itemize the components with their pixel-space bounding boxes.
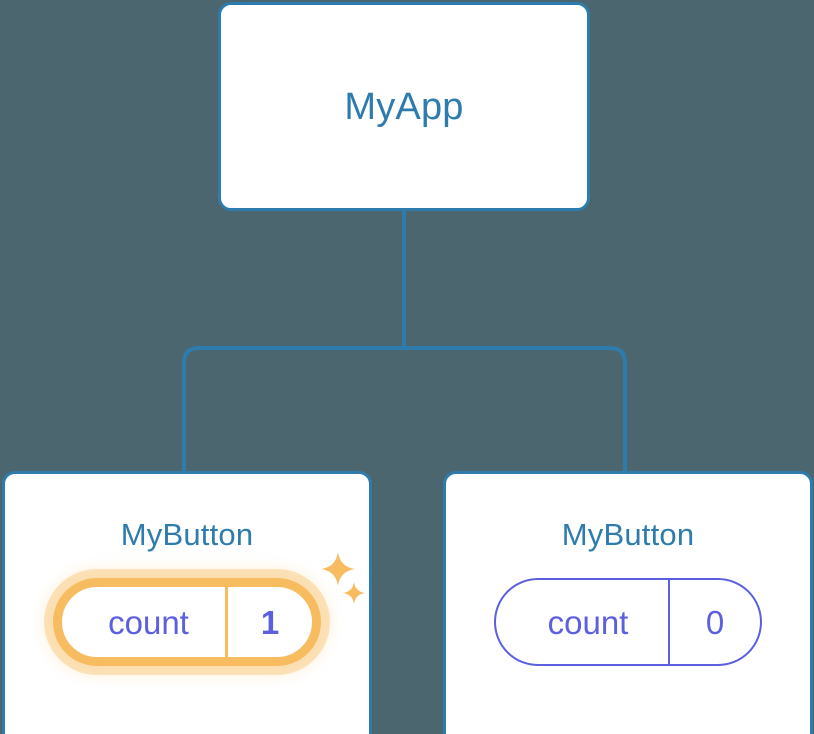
state-pill-highlighted[interactable]: count 1	[53, 552, 365, 666]
node-title: MyButton	[120, 517, 254, 552]
node-title: MyApp	[344, 85, 464, 128]
state-value: 1	[260, 603, 280, 641]
node-myapp[interactable]: MyApp	[218, 2, 590, 211]
sparkle-icon	[343, 582, 365, 604]
edge-branch-bar	[182, 346, 627, 471]
sparkle-icon	[321, 552, 355, 586]
state-pill[interactable]: count 0	[494, 578, 762, 666]
node-mybutton-right[interactable]: MyButton count 0	[443, 471, 813, 734]
pill-divider	[225, 587, 228, 657]
state-pill-plain[interactable]: count 0	[494, 578, 762, 666]
node-title: MyButton	[561, 517, 695, 552]
state-pill[interactable]: count 1	[53, 578, 321, 666]
node-mybutton-left[interactable]: MyButton count 1	[2, 471, 372, 734]
sparkle-group	[317, 552, 377, 622]
state-key: count	[108, 603, 189, 641]
state-key: count	[547, 603, 629, 641]
pill-divider	[668, 580, 670, 664]
state-value: 0	[705, 603, 725, 641]
